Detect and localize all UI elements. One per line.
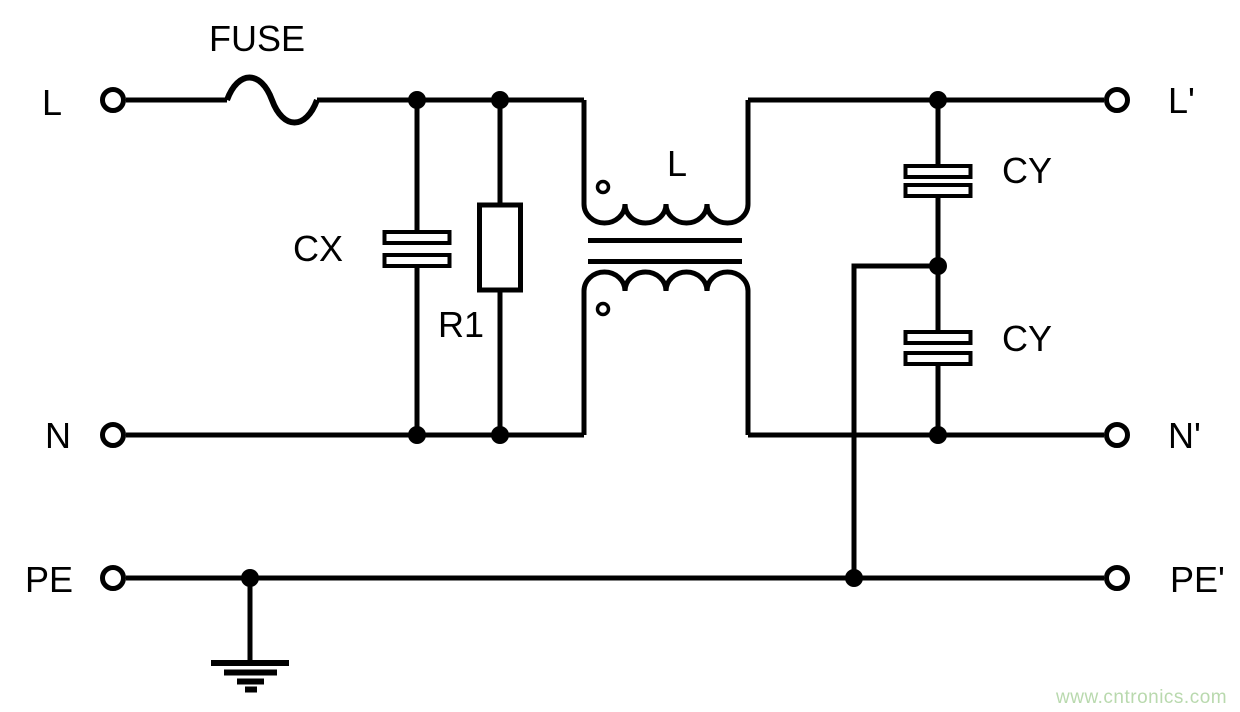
terminal-n-output [1104,422,1130,448]
cy-capacitor-bottom-symbol [903,330,973,366]
label-choke: L [667,143,687,184]
terminal-n-input [100,422,126,448]
label-cx: CX [293,228,343,269]
junction-dot-cy-midpoint [929,257,947,275]
junction-dot-l-cx [408,91,426,109]
r1-resistor-symbol [477,202,523,293]
cy-capacitor-top-symbol [903,164,973,198]
label-fuse: FUSE [209,18,305,59]
cy-top-plate-2 [903,183,973,198]
cx-plate-top [382,230,452,245]
watermark: www.cntronics.com [1055,687,1227,708]
junction-dot-n-cx [408,426,426,444]
junction-dot-lout-cy [929,91,947,109]
wire-cy-midpoint-to-pe [851,263,938,578]
ground-symbol [211,578,289,693]
choke-bottom-winding [581,269,751,435]
terminal-l-output [1104,87,1130,113]
cy-top-plate-1 [903,164,973,179]
label-terminal-l-out: L' [1168,80,1195,121]
cy-bottom-plate-2 [903,351,973,366]
junction-dot-pe-ground [241,569,259,587]
terminal-pe-input [100,565,126,591]
terminal-pe-output [1104,565,1130,591]
label-terminal-n-out: N' [1168,415,1201,456]
label-terminal-pe: PE [25,559,73,600]
label-cy-bottom: CY [1002,318,1052,359]
junction-dot-nout-cy [929,426,947,444]
label-terminal-pe-out: PE' [1170,559,1225,600]
cy-bottom-plate-1 [903,330,973,345]
junction-dot-pe-tap [845,569,863,587]
label-terminal-n: N [45,415,71,456]
label-r1: R1 [438,304,484,345]
cx-plate-bottom [382,253,452,268]
label-terminal-l: L [42,82,62,123]
phase-dot-bottom-icon [595,301,611,317]
label-cy-top: CY [1002,150,1052,191]
choke-top-winding [581,100,751,226]
junction-dot-l-r1 [491,91,509,109]
cx-capacitor-symbol [382,230,452,268]
junction-dot-n-r1 [491,426,509,444]
phase-dot-top-icon [595,179,611,195]
common-mode-choke-symbol [581,100,751,435]
terminal-l-input [100,87,126,113]
fuse-symbol [224,74,320,126]
